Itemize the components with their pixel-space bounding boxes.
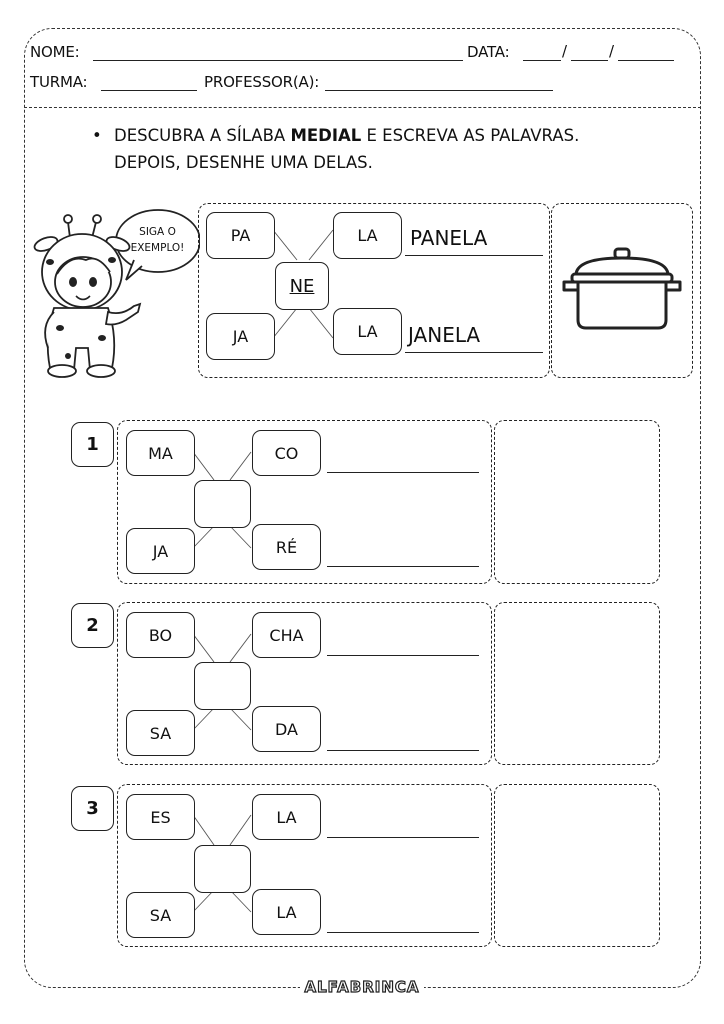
example-drawing-box	[551, 203, 693, 378]
turma-field[interactable]	[101, 90, 197, 91]
medial-syllable-input[interactable]	[194, 662, 251, 710]
data-year-field[interactable]	[618, 60, 674, 61]
nome-field[interactable]	[93, 60, 463, 61]
date-slash: /	[562, 42, 567, 60]
exercise-diagram-box	[117, 784, 492, 947]
footer: ALFABRINCA	[0, 977, 724, 997]
syllable-box: JA	[206, 313, 275, 360]
exercise-number: 2	[71, 603, 114, 648]
brand-logo-text: ALFABRINCA	[300, 977, 424, 997]
answer-line	[405, 255, 543, 256]
exercise-drawing-box[interactable]	[494, 420, 660, 584]
medial-syllable-box: NE	[275, 262, 329, 310]
nome-label: NOME:	[30, 43, 80, 61]
answer-line	[405, 352, 543, 353]
example-diagram-box	[198, 203, 550, 378]
date-slash: /	[609, 42, 614, 60]
syllable-box: ES	[126, 794, 195, 840]
exercise-diagram-box	[117, 602, 492, 765]
syllable-box: RÉ	[252, 524, 321, 570]
data-day-field[interactable]	[523, 60, 561, 61]
syllable-box: MA	[126, 430, 195, 476]
syllable-box: PA	[206, 212, 275, 259]
answer-line[interactable]	[327, 932, 479, 933]
answer-line[interactable]	[327, 837, 479, 838]
bubble-line: EXEMPLO!	[130, 242, 185, 254]
syllable-box: LA	[252, 889, 321, 935]
instruction-text: DESCUBRA A SÍLABA	[114, 126, 291, 145]
exercise-drawing-box[interactable]	[494, 602, 660, 765]
syllable-box: DA	[252, 706, 321, 752]
syllable-box: CHA	[252, 612, 321, 658]
syllable-box: LA	[333, 212, 402, 259]
medial-syllable-input[interactable]	[194, 845, 251, 893]
answer-line[interactable]	[327, 750, 479, 751]
giraffe-costume-child-icon	[33, 209, 200, 378]
bullet: •	[92, 126, 102, 145]
header-separator	[24, 107, 701, 109]
bubble-line: SIGA O	[139, 226, 176, 238]
syllable-box: BO	[126, 612, 195, 658]
instruction-bold: MEDIAL	[290, 126, 362, 145]
exercise-drawing-box[interactable]	[494, 784, 660, 947]
data-month-field[interactable]	[571, 60, 608, 61]
exercise-number: 1	[71, 422, 114, 467]
speech-bubble: SIGA O EXEMPLO!	[110, 224, 205, 256]
example-word: PANELA	[410, 226, 488, 250]
answer-line[interactable]	[327, 566, 479, 567]
instructions: • DESCUBRA A SÍLABA MEDIAL E ESCREVA AS …	[92, 122, 579, 176]
syllable-box: SA	[126, 710, 195, 756]
professor-field[interactable]	[325, 90, 553, 91]
exercise-diagram-box	[117, 420, 492, 584]
syllable-box: SA	[126, 892, 195, 938]
professor-label: PROFESSOR(A):	[204, 73, 320, 91]
syllable-box: JA	[126, 528, 195, 574]
instruction-line-2: DEPOIS, DESENHE UMA DELAS.	[114, 153, 373, 172]
syllable-box: LA	[252, 794, 321, 840]
syllable-box: LA	[333, 308, 402, 355]
cooking-pot-icon	[562, 247, 682, 330]
answer-line[interactable]	[327, 472, 479, 473]
exercise-number: 3	[71, 786, 114, 831]
example-word: JANELA	[408, 323, 481, 347]
answer-line[interactable]	[327, 655, 479, 656]
medial-syllable-input[interactable]	[194, 480, 251, 528]
data-label: DATA:	[467, 43, 510, 61]
turma-label: TURMA:	[30, 73, 88, 91]
instruction-text: E ESCREVA AS PALAVRAS.	[361, 126, 580, 145]
syllable-box: CO	[252, 430, 321, 476]
